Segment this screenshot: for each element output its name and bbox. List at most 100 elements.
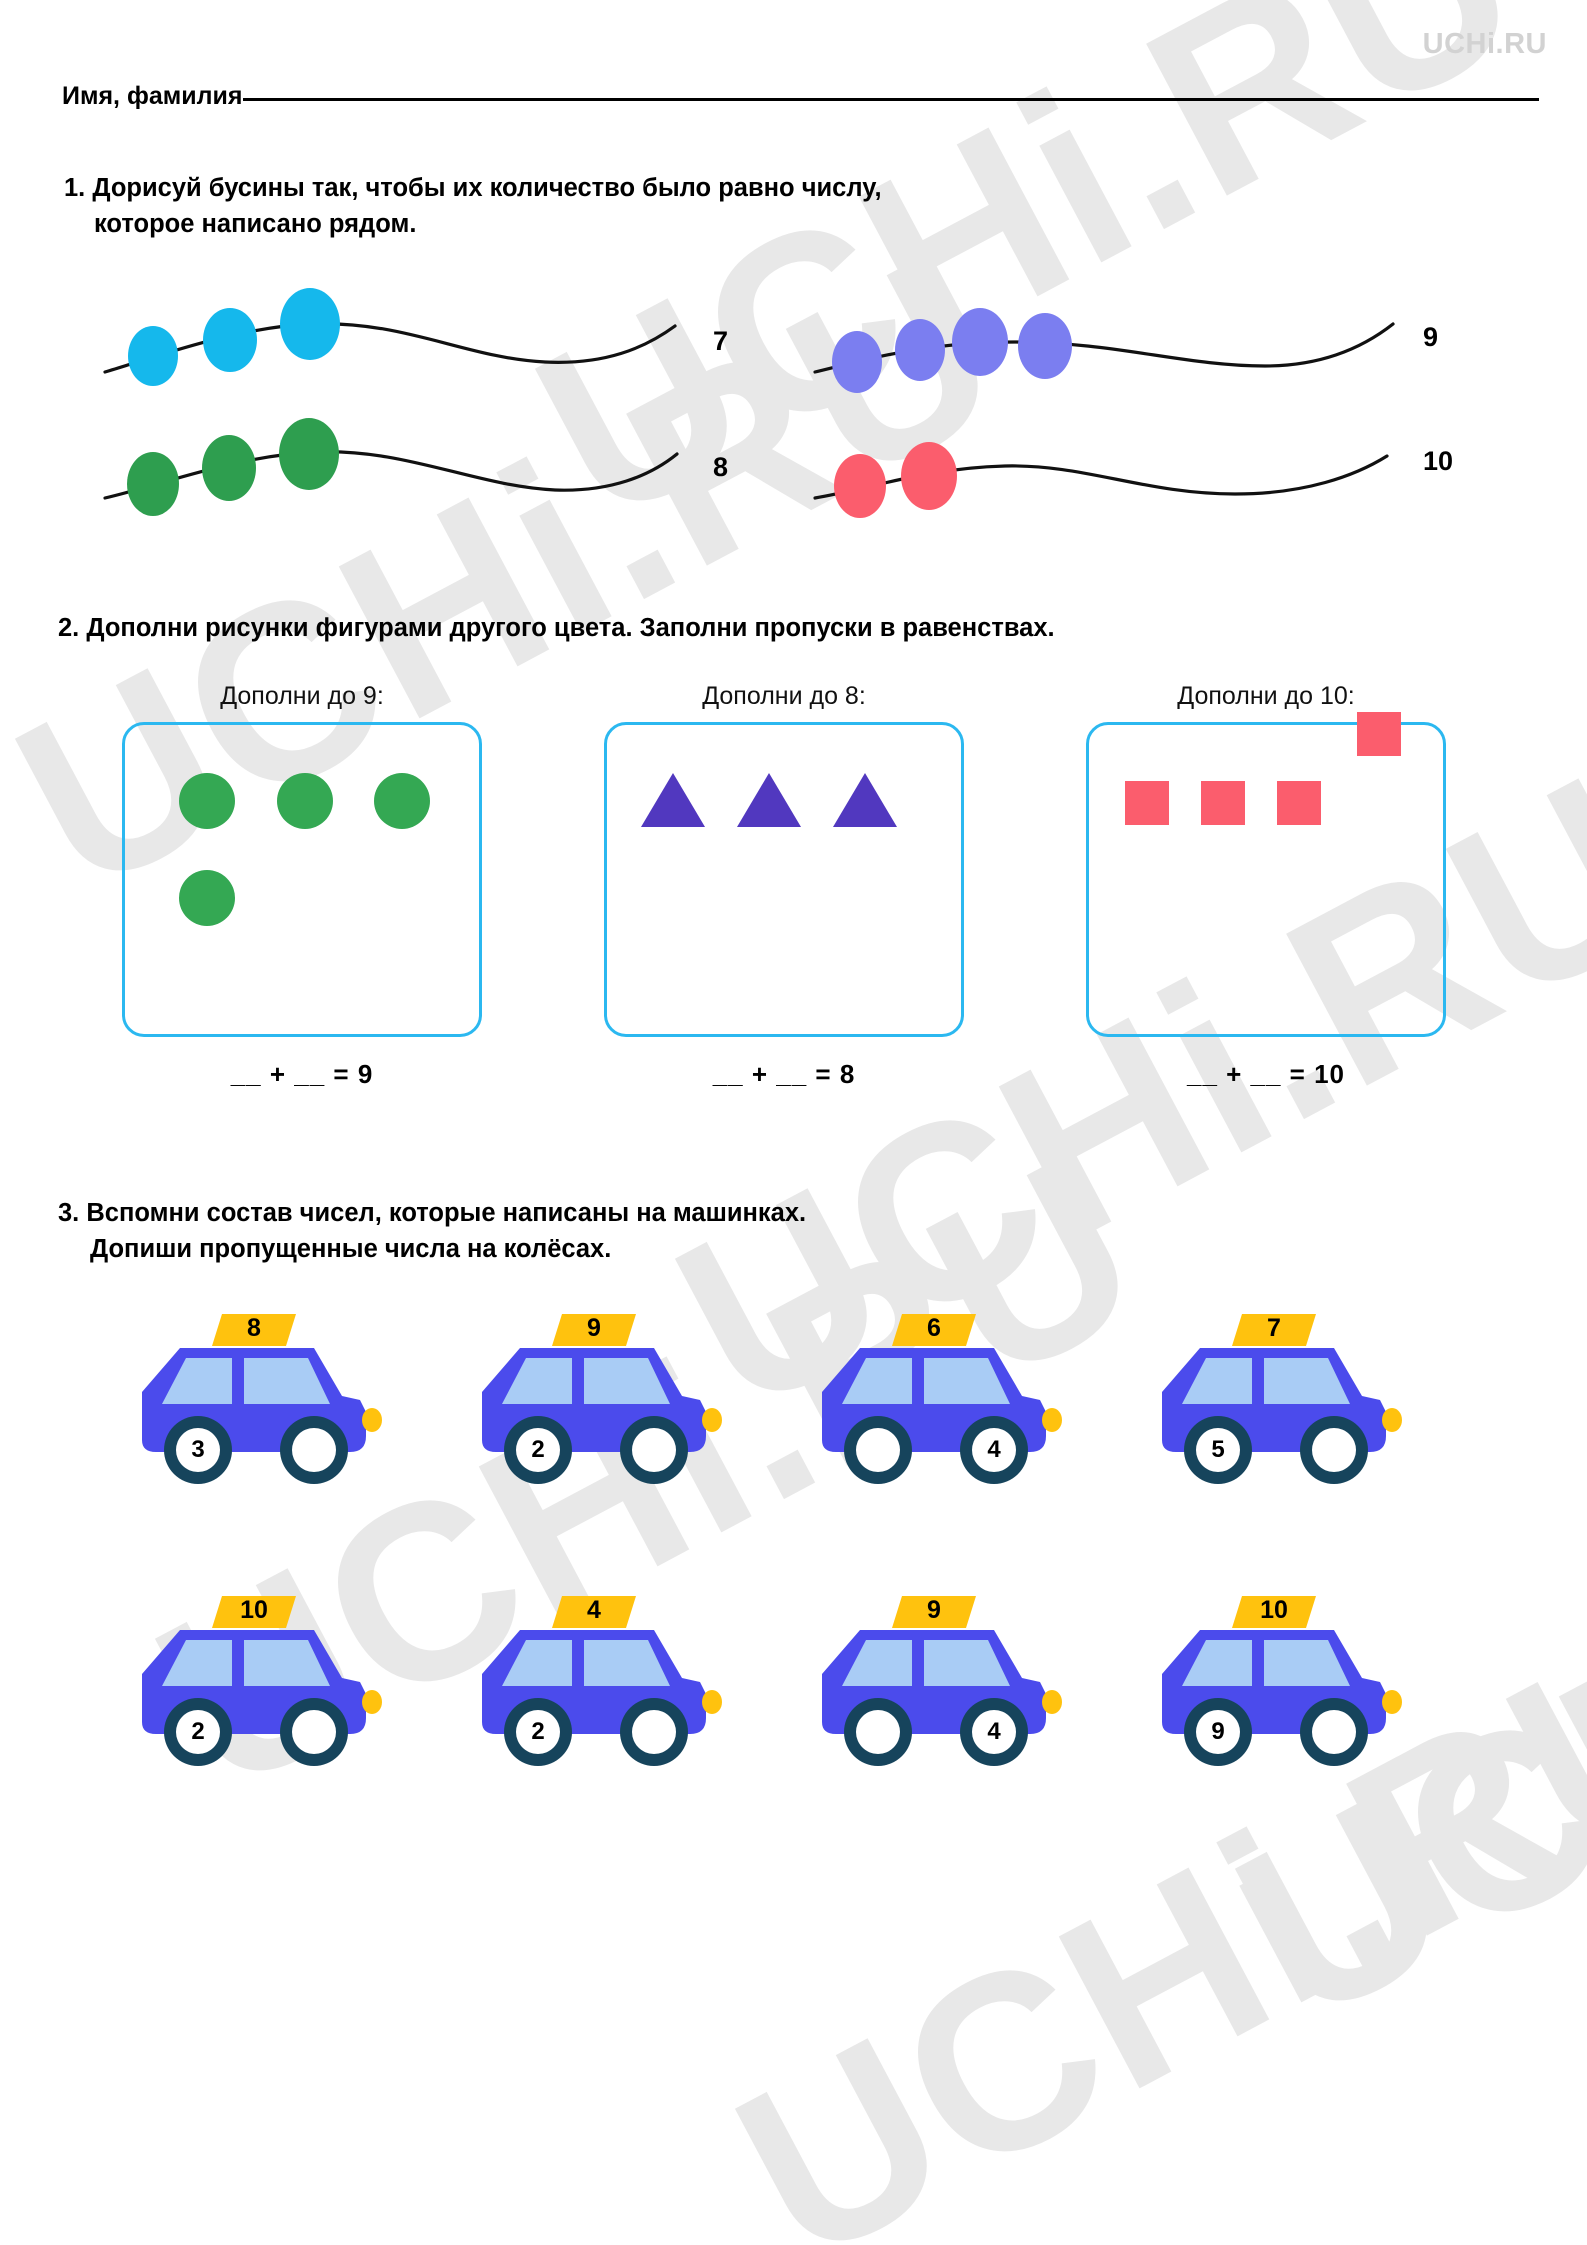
- wheel-face: [972, 1710, 1016, 1754]
- window: [162, 1640, 232, 1686]
- bead: [127, 452, 179, 516]
- task-3-line1: Вспомни состав чисел, которые написаны н…: [86, 1199, 807, 1227]
- headlight: [1042, 1408, 1062, 1432]
- car-roof-number: 10: [240, 1596, 268, 1624]
- shape-group-8: Дополни до 8: __ + __ = 8: [604, 682, 964, 1090]
- bead: [202, 435, 256, 501]
- car-roof-number: 9: [927, 1596, 941, 1624]
- headlight: [1382, 1690, 1402, 1714]
- car-left-wheel-number[interactable]: 9: [1211, 1718, 1225, 1745]
- roof-sign: [552, 1314, 636, 1346]
- bead-row-7[interactable]: 7: [103, 280, 728, 390]
- bead: [203, 308, 257, 372]
- bead-target-number: 8: [713, 452, 729, 482]
- car-4[interactable]: 7 5: [1148, 1300, 1416, 1500]
- task-2-number: 2.: [58, 614, 80, 642]
- roof-sign: [1232, 1314, 1316, 1346]
- equation-8[interactable]: __ + __ = 8: [712, 1059, 856, 1089]
- car-roof-number: 10: [1260, 1596, 1288, 1624]
- bead: [832, 331, 882, 393]
- car-8[interactable]: 10 9: [1148, 1582, 1416, 1782]
- task-2-heading: 2. Дополни рисунки фигурами другого цвет…: [58, 610, 1055, 646]
- task-3-line2: Допиши пропущенные числа на колёсах.: [90, 1235, 612, 1264]
- window: [502, 1640, 572, 1686]
- wheel-face: [856, 1710, 900, 1754]
- bead-target-number: 9: [1423, 322, 1439, 352]
- shape-box-10[interactable]: [1086, 712, 1446, 1037]
- car-7[interactable]: 9 4: [808, 1582, 1076, 1782]
- bead: [834, 454, 886, 518]
- headlight: [362, 1408, 382, 1432]
- window: [162, 1358, 232, 1404]
- car-roof-number: 7: [1267, 1314, 1281, 1342]
- purple-triangle: [833, 773, 897, 827]
- red-square: [1357, 712, 1401, 756]
- equation-9[interactable]: __ + __ = 9: [230, 1059, 374, 1089]
- green-circle: [179, 773, 235, 829]
- shape-group-9: Дополни до 9: __ + __ = 9: [122, 682, 482, 1090]
- car-right-wheel-number[interactable]: 4: [987, 1718, 1001, 1745]
- task-1-line1: Дорисуй бусины так, чтобы их количество …: [92, 174, 882, 202]
- headlight: [1042, 1690, 1062, 1714]
- window: [244, 1640, 330, 1686]
- car-left-wheel-number[interactable]: 2: [531, 1436, 545, 1463]
- bead-row-9[interactable]: 9: [813, 280, 1438, 393]
- car-5[interactable]: 10 2: [128, 1582, 396, 1782]
- car-left-wheel-number[interactable]: 2: [531, 1718, 545, 1745]
- car-left-wheel-number[interactable]: 2: [191, 1718, 205, 1745]
- car-2[interactable]: 9 2: [468, 1300, 736, 1500]
- car-left-wheel-number[interactable]: 3: [191, 1436, 205, 1463]
- window: [502, 1358, 572, 1404]
- task-1-heading: 1. Дорисуй бусины так, чтобы их количест…: [64, 170, 882, 242]
- car-left-wheel-number[interactable]: 5: [1211, 1436, 1225, 1463]
- car-roof-number: 8: [247, 1314, 261, 1342]
- roof-sign: [552, 1596, 636, 1628]
- bead: [952, 308, 1008, 376]
- task-1-line2: которое написано рядом.: [94, 210, 417, 239]
- equation-10[interactable]: __ + __ = 10: [1186, 1059, 1346, 1089]
- wheel-face: [632, 1710, 676, 1754]
- car-right-wheel-number[interactable]: 4: [987, 1436, 1001, 1463]
- wheel-face: [1312, 1710, 1356, 1754]
- car-6[interactable]: 4 2: [468, 1582, 736, 1782]
- bead: [279, 418, 339, 490]
- wheel-face: [292, 1710, 336, 1754]
- wheel-face: [176, 1710, 220, 1754]
- wheel-face: [632, 1428, 676, 1472]
- headlight: [702, 1690, 722, 1714]
- window: [1182, 1358, 1252, 1404]
- window: [584, 1640, 670, 1686]
- task-2-line1: Дополни рисунки фигурами другого цвета. …: [86, 614, 1055, 642]
- shape-box-8[interactable]: [604, 722, 964, 1037]
- window: [842, 1358, 912, 1404]
- car-roof-number: 9: [587, 1314, 601, 1342]
- bead-row-8[interactable]: 8: [103, 398, 728, 518]
- wheel-face: [1196, 1428, 1240, 1472]
- shape-box-9[interactable]: [122, 722, 482, 1037]
- purple-triangle: [641, 773, 705, 827]
- window: [1264, 1358, 1350, 1404]
- car-roof-number: 6: [927, 1314, 941, 1342]
- name-write-line[interactable]: [243, 98, 1539, 101]
- bead: [128, 326, 178, 386]
- shape-box-caption: Дополни до 9:: [220, 682, 384, 710]
- bead: [1018, 313, 1072, 379]
- shape-group-10: Дополни до 10: __ + __ = 10: [1086, 682, 1446, 1090]
- task-1-number: 1.: [64, 174, 86, 202]
- car-1[interactable]: 8 3: [128, 1300, 396, 1500]
- window: [1182, 1640, 1252, 1686]
- red-square: [1277, 781, 1321, 825]
- roof-sign: [892, 1596, 976, 1628]
- wheel-face: [856, 1428, 900, 1472]
- wheel-face: [176, 1428, 220, 1472]
- window: [842, 1640, 912, 1686]
- name-field-row: Имя, фамилия: [62, 82, 1539, 111]
- car-3[interactable]: 6 4: [808, 1300, 1076, 1500]
- uchiru-logo: UCHi.RU: [1422, 28, 1547, 60]
- purple-triangle: [737, 773, 801, 827]
- task-3-number: 3.: [58, 1199, 80, 1227]
- window: [924, 1358, 1010, 1404]
- bead-row-10[interactable]: 10: [813, 398, 1453, 518]
- shape-box-caption: Дополни до 10:: [1177, 682, 1355, 710]
- green-circle: [179, 870, 235, 926]
